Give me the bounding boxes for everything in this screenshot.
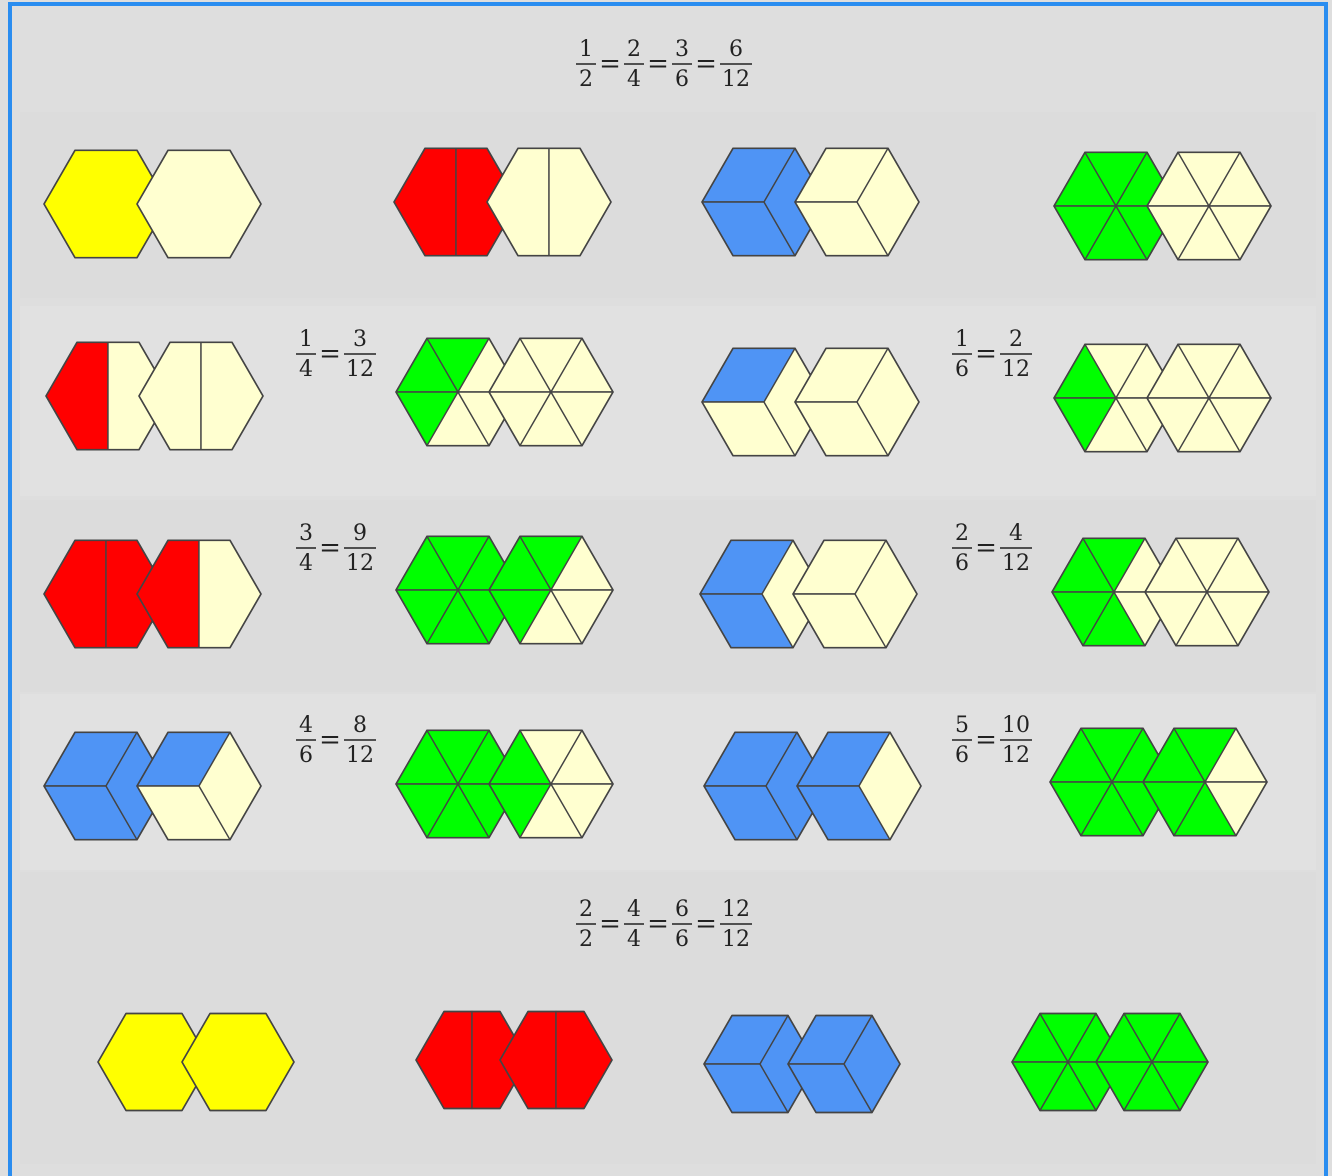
eq-halves-term-4-numerator: 6 (729, 37, 743, 62)
pair-1-6-term-2-numerator: 2 (1009, 327, 1023, 352)
pair-3-4-term-1-numerator: 3 (299, 521, 313, 546)
equals-sign: = (319, 533, 341, 563)
pair-1-4-term-1-numerator: 1 (299, 327, 313, 352)
equals-sign: = (975, 725, 997, 755)
equals-sign: = (647, 909, 669, 939)
eq-wholes-term-2-denominator: 4 (627, 927, 641, 952)
pair-4-6-term-1-numerator: 4 (299, 713, 313, 738)
pair-4-6-term-1-denominator: 6 (299, 743, 313, 768)
equals-sign: = (319, 339, 341, 369)
pair-2-6-term-1-denominator: 6 (955, 551, 969, 576)
pair-2-6-term-2-numerator: 4 (1009, 521, 1023, 546)
pair-1-4-term-1-denominator: 4 (299, 357, 313, 382)
pair-4-6-term-2-denominator: 12 (346, 743, 374, 768)
equals-sign: = (975, 533, 997, 563)
pair-5-6-term-2-numerator: 10 (1002, 713, 1030, 738)
pair-4-6-term-2-numerator: 8 (353, 713, 367, 738)
eq-halves-term-2-numerator: 2 (627, 37, 641, 62)
pair-2-6-term-2-denominator: 12 (1002, 551, 1030, 576)
equals-sign: = (599, 909, 621, 939)
pair-1-4-term-2-denominator: 12 (346, 357, 374, 382)
pair-1-6-term-1-denominator: 6 (955, 357, 969, 382)
eq-wholes-term-3-numerator: 6 (675, 897, 689, 922)
eq-halves-term-2-denominator: 4 (627, 67, 641, 92)
eq-wholes-term-1-numerator: 2 (579, 897, 593, 922)
equals-sign: = (975, 339, 997, 369)
equals-sign: = (695, 909, 717, 939)
pair-5-6-term-2-denominator: 12 (1002, 743, 1030, 768)
equals-sign: = (647, 49, 669, 79)
equals-sign: = (599, 49, 621, 79)
eq-halves-term-4-denominator: 12 (722, 67, 750, 92)
eq-halves-term-3-numerator: 3 (675, 37, 689, 62)
eq-halves-term-1-denominator: 2 (579, 67, 593, 92)
pair-5-6-term-1-numerator: 5 (955, 713, 969, 738)
eq-wholes-term-4-denominator: 12 (722, 927, 750, 952)
equals-sign: = (695, 49, 717, 79)
pair-5-6-term-1-denominator: 6 (955, 743, 969, 768)
pair-1-6-term-1-numerator: 1 (955, 327, 969, 352)
eq-wholes-term-3-denominator: 6 (675, 927, 689, 952)
pair-3-4-term-1-denominator: 4 (299, 551, 313, 576)
eq-halves-term-3-denominator: 6 (675, 67, 689, 92)
pair-1-4-term-2-numerator: 3 (353, 327, 367, 352)
pair-2-6-term-1-numerator: 2 (955, 521, 969, 546)
eq-wholes-term-1-denominator: 2 (579, 927, 593, 952)
pair-1-6-term-2-denominator: 12 (1002, 357, 1030, 382)
eq-wholes-term-2-numerator: 4 (627, 897, 641, 922)
eq-wholes-term-4-numerator: 12 (722, 897, 750, 922)
eq-halves-term-1-numerator: 1 (579, 37, 593, 62)
pair-3-4-term-2-denominator: 12 (346, 551, 374, 576)
equals-sign: = (319, 725, 341, 755)
pair-3-4-term-2-numerator: 9 (353, 521, 367, 546)
